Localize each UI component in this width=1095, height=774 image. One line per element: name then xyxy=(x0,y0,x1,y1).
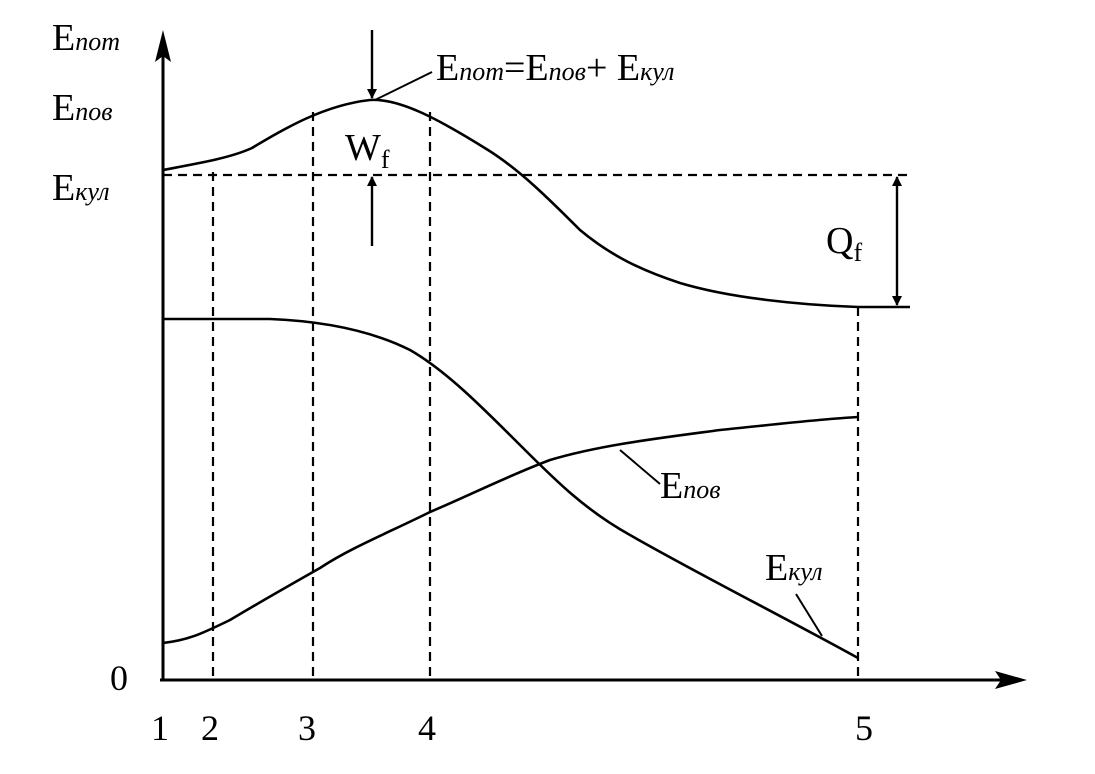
curve-label-e-kul: Eкул xyxy=(765,547,823,589)
barrier-label: Wf xyxy=(345,127,390,174)
y-marker-e-kul: Eкул xyxy=(52,167,110,209)
curve-e-pov xyxy=(162,415,859,645)
curve-label-e-pov: Eпов xyxy=(660,465,721,507)
x-tick-1: 1 xyxy=(151,708,169,748)
origin-label: 0 xyxy=(110,658,128,698)
curve-e-kul xyxy=(163,317,859,660)
curve-e-pot xyxy=(162,98,910,309)
y-axis-title: Eпот xyxy=(52,17,120,59)
leader-e-pov xyxy=(619,449,661,485)
y-marker-e-pov: Eпов xyxy=(52,87,113,129)
leader-e-kul xyxy=(795,593,823,637)
x-tick-2: 2 xyxy=(201,708,219,748)
x-tick-4: 4 xyxy=(418,708,436,748)
y-axis-arrowhead xyxy=(155,30,171,62)
heat-label: Qf xyxy=(826,220,862,267)
dashed-guides xyxy=(163,112,910,680)
formula-label: Eпот=Eпов+ Eкул xyxy=(436,47,674,89)
x-tick-3: 3 xyxy=(298,708,316,748)
x-axis-arrowhead xyxy=(995,671,1027,689)
leader-formula xyxy=(374,71,433,101)
x-tick-5: 5 xyxy=(855,708,873,748)
